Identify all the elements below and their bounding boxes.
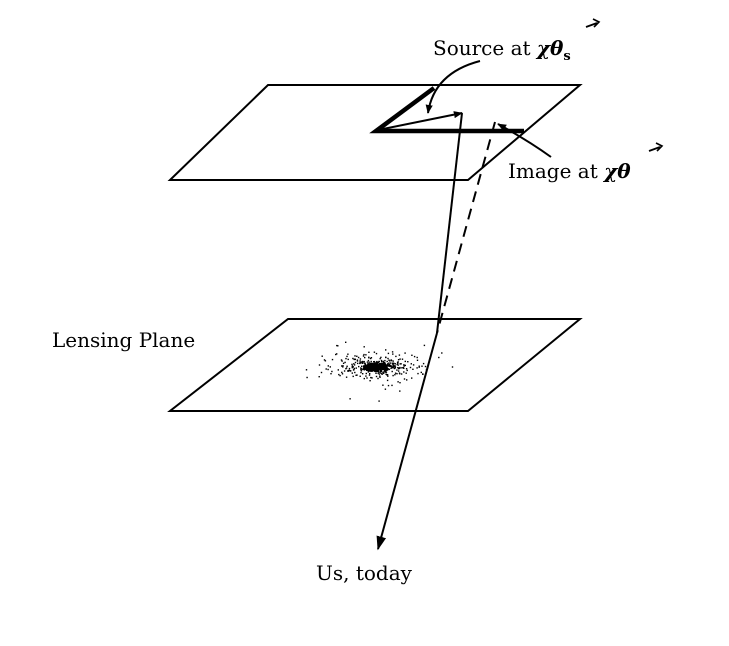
source-theta-vector-icon xyxy=(585,18,601,28)
source-label: Source at χθs xyxy=(433,36,571,64)
apparent-image-ray xyxy=(436,121,496,334)
image-theta-vector-icon xyxy=(648,142,664,152)
image-label: Image at χθ xyxy=(508,159,631,183)
light-ray-upper xyxy=(436,112,463,334)
image-label-symbol: χθ xyxy=(602,159,631,183)
source-label-symbol: χθ xyxy=(535,36,564,60)
lens-mass-dots xyxy=(305,341,454,402)
image-label-prefix: Image at xyxy=(508,159,604,183)
source-position-vector xyxy=(377,111,463,131)
light-ray-lower xyxy=(376,332,438,551)
source-label-pointer xyxy=(425,60,481,114)
observer-label: Us, today xyxy=(316,561,413,585)
image-label-pointer xyxy=(497,123,552,158)
source-label-prefix: Source at xyxy=(433,36,537,60)
source-label-subscript: s xyxy=(563,49,570,64)
source-plane-angle xyxy=(369,86,524,134)
source-plane xyxy=(167,84,583,181)
lensing-plane-label: Lensing Plane xyxy=(52,328,195,352)
lensing-plane xyxy=(167,318,583,412)
